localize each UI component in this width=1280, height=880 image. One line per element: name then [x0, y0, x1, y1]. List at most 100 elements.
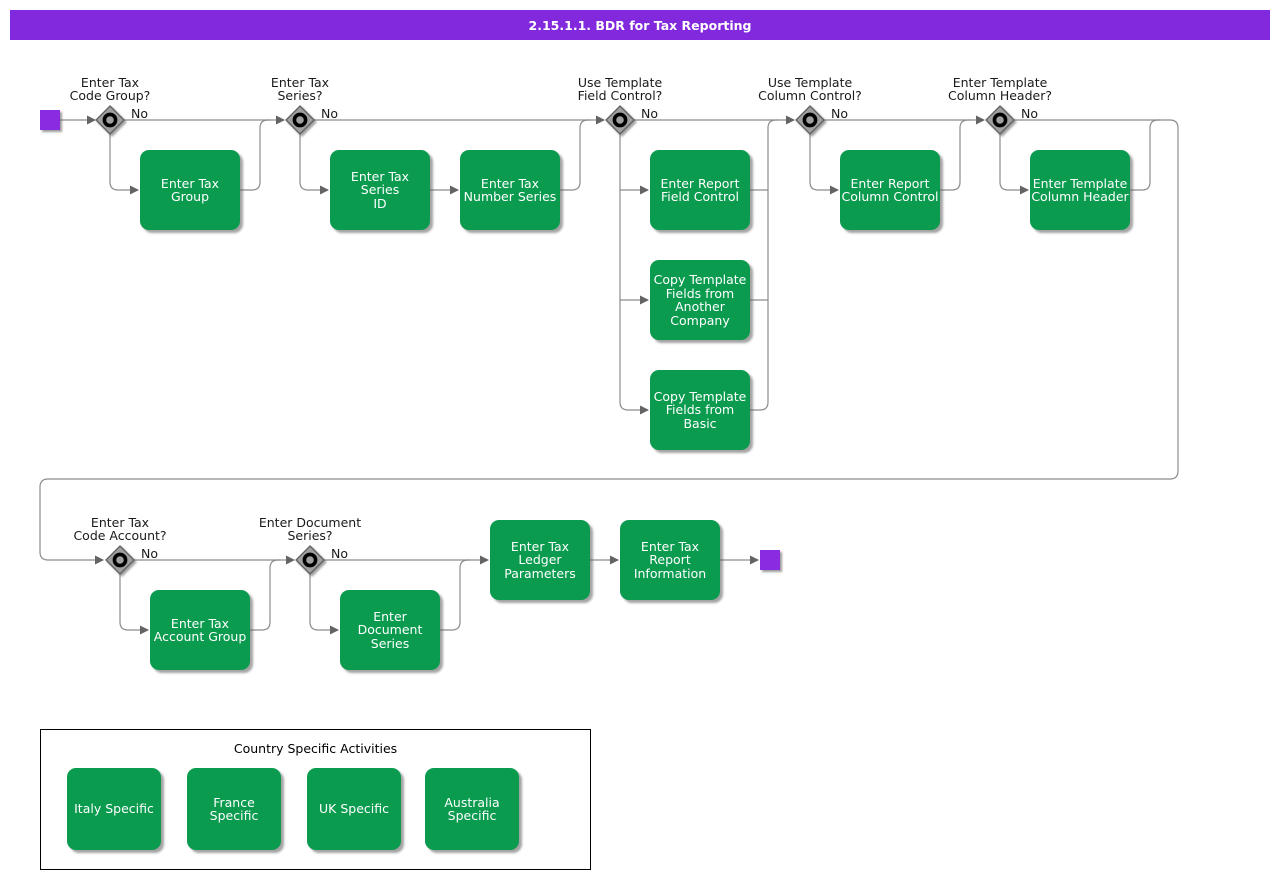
flow-connector: [750, 119, 778, 411]
activity-label-line: Column Header: [1031, 189, 1129, 204]
decision-diamond-icon: [795, 105, 825, 135]
decision-diamond-icon: [105, 545, 135, 575]
decision-enter-tax-series: [284, 104, 316, 136]
flow-arrowhead-icon: [610, 555, 619, 565]
flow-connector: [999, 134, 1028, 191]
flow-arrowhead-icon: [480, 555, 489, 565]
flow-connector: [109, 134, 138, 191]
decision-label-line: Use Template: [577, 75, 663, 90]
diagram-title: 2.15.1.1. BDR for Tax Reporting: [528, 17, 752, 33]
no-branch-label: No: [131, 106, 148, 121]
decision-label-line: Enter Tax: [270, 75, 330, 90]
activity-label-line: Australia: [444, 794, 500, 810]
activity-label-line: Another: [675, 299, 725, 314]
flow-arrowhead-icon: [130, 185, 139, 195]
activity-label-line: Series: [370, 635, 410, 651]
flow-arrowhead-icon: [976, 115, 985, 125]
decision-enter-document-series: [294, 544, 326, 576]
activity-label-line: Enter Tax Group: [160, 175, 220, 204]
decision-label-line: Use Template: [767, 75, 853, 90]
decision-label-line: Field Control?: [577, 88, 663, 103]
flow-connector: [809, 134, 838, 191]
decision-label-line: Column Control?: [758, 88, 862, 103]
decision-label-line: Series?: [277, 88, 323, 103]
decision-label-line: Column Header?: [948, 88, 1052, 103]
flow-connector: [619, 134, 648, 411]
no-branch-label: No: [141, 546, 158, 561]
country-specific-group-title: Country Specific Activities: [233, 741, 398, 756]
activity-label-line: Enter Tax: [480, 175, 540, 191]
no-branch-label: No: [641, 106, 658, 121]
decision-enter-tax-code-group: [94, 104, 126, 136]
flow-arrowhead-icon: [640, 405, 649, 415]
activity-label-line: Enter Report: [850, 175, 930, 191]
no-branch-label: No: [331, 546, 348, 561]
flow-arrowhead-icon: [830, 185, 839, 195]
flow-arrowhead-icon: [330, 625, 339, 635]
flow-arrowhead-icon: [140, 625, 149, 635]
flow-arrowhead-icon: [286, 555, 295, 565]
flow-connector: [250, 559, 280, 631]
decision-label-line: Code Account?: [73, 528, 167, 543]
activity-label-line: Enter Tax: [510, 538, 570, 554]
decision-diamond-icon: [95, 105, 125, 135]
activity-label-line: France Specific: [209, 794, 259, 823]
decision-label-line: Enter Tax: [90, 515, 150, 530]
flow-arrowhead-icon: [786, 115, 795, 125]
activity-label-line: Field Control: [660, 189, 739, 204]
flow-arrowhead-icon: [596, 115, 605, 125]
no-branch-label: No: [831, 106, 848, 121]
flow-arrowhead-icon: [640, 185, 649, 195]
activity-label-line: ID: [373, 195, 387, 211]
activity-label-line: Copy Template: [653, 388, 747, 404]
flow-connector: [560, 119, 590, 191]
activity-label-line: Parameters: [504, 565, 576, 581]
decision-diamond-icon: [985, 105, 1015, 135]
activity-france-specific: France Specific: [187, 768, 281, 850]
flow-arrowhead-icon: [276, 115, 285, 125]
end-node: [760, 550, 780, 570]
decision-label-line: Code Group?: [69, 88, 151, 103]
activity-label-line: Fields from: [665, 402, 735, 418]
flow-connector: [309, 574, 338, 631]
activity-italy-specific: Italy Specific: [67, 768, 161, 850]
decision-enter-template-column-header: [984, 104, 1016, 136]
flow-connector: [240, 119, 270, 191]
decision-use-template-field-control: [604, 104, 636, 136]
activity-uk-specific: UK Specific: [307, 768, 401, 850]
no-branch-label: No: [1021, 106, 1038, 121]
flow-connector: [440, 559, 470, 631]
activity-label-line: Ledger: [518, 552, 562, 568]
activity-label-line: Enter Tax Series: [350, 168, 410, 198]
decision-diamond-icon: [295, 545, 325, 575]
diagram-title-bar: 2.15.1.1. BDR for Tax Reporting: [10, 10, 1270, 40]
flow-arrowhead-icon: [640, 295, 649, 305]
decision-label-line: Enter Document: [258, 515, 362, 530]
decision-label-line: Enter Tax: [80, 75, 140, 90]
activity-label-line: Enter Tax: [640, 538, 700, 554]
activity-label-line: Fields from: [665, 285, 735, 301]
flow-arrowhead-icon: [450, 185, 459, 195]
activity-label-line: Company: [670, 312, 730, 328]
activity-label-line: Enter Tax: [170, 615, 230, 631]
decision-label-line: Enter Template: [952, 75, 1048, 90]
decision-label-line: Series?: [287, 528, 333, 543]
decision-enter-tax-code-account: [104, 544, 136, 576]
flow-connector: [940, 119, 970, 191]
